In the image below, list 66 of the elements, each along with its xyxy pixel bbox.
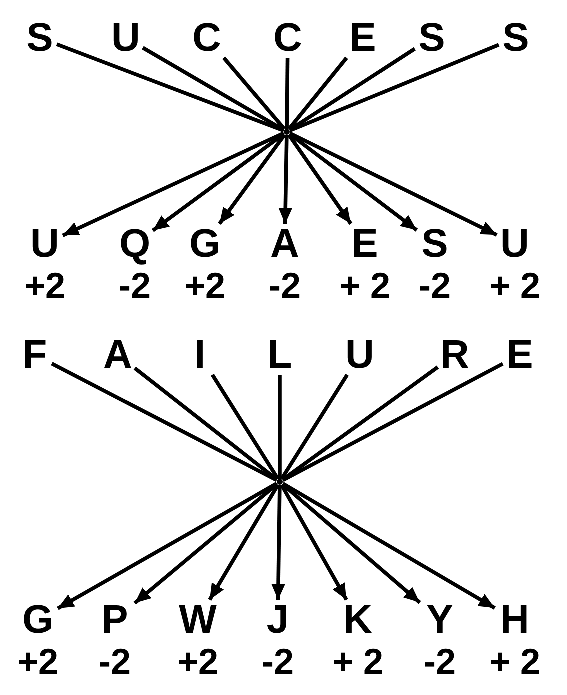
letter: S [418, 18, 446, 58]
letter: C [192, 18, 222, 58]
line [278, 375, 282, 479]
letter: A [102, 335, 134, 375]
arrow [62, 132, 285, 238]
letter: H [500, 600, 530, 640]
score-label: -2 [269, 268, 301, 304]
score-label: -2 [262, 644, 294, 680]
arrow [57, 482, 278, 610]
arrow [282, 482, 496, 610]
score-label: +2 [184, 268, 226, 304]
arrow [280, 484, 348, 601]
line [288, 47, 416, 132]
score-label: + 2 [489, 268, 541, 304]
letter: L [266, 335, 294, 375]
letter: W [178, 600, 218, 640]
letter: G [188, 224, 222, 264]
score-label: -2 [424, 644, 456, 680]
letter: S [420, 224, 450, 264]
score-label: -2 [119, 268, 151, 304]
letter: K [342, 600, 374, 640]
score-label: +2 [177, 644, 219, 680]
line [289, 43, 500, 133]
arrow [288, 134, 353, 226]
arrow [289, 132, 498, 237]
line [285, 58, 290, 130]
letter: U [344, 335, 376, 375]
letter: S [26, 18, 54, 58]
line [222, 56, 286, 130]
arrow [152, 132, 286, 232]
line [282, 362, 504, 482]
arrow [208, 484, 280, 601]
letter: U [110, 18, 142, 58]
line [56, 42, 285, 133]
score-label: +2 [24, 268, 66, 304]
line [51, 362, 278, 482]
arrow [272, 484, 286, 600]
letter: I [193, 335, 207, 375]
arrow [278, 134, 293, 224]
line [280, 374, 350, 480]
line [282, 366, 440, 482]
score-label: + 2 [489, 644, 541, 680]
score-label: -2 [419, 268, 451, 304]
score-label: + 2 [332, 644, 384, 680]
letter: U [30, 224, 60, 264]
letter: C [272, 18, 304, 58]
letter: A [270, 224, 300, 264]
score-label: + 2 [339, 268, 391, 304]
score-label: -2 [99, 644, 131, 680]
letter: S [502, 18, 530, 58]
letter: E [348, 18, 378, 58]
letter: P [100, 600, 130, 640]
line [288, 56, 348, 130]
arrow [218, 134, 286, 226]
letter: J [266, 600, 290, 640]
letter: R [440, 335, 470, 375]
line [210, 374, 280, 480]
letter: G [21, 600, 55, 640]
letter: Q [118, 224, 152, 264]
letter: F [22, 335, 48, 375]
letter: E [350, 224, 380, 264]
letter: E [506, 335, 534, 375]
letter: U [500, 224, 530, 264]
line [142, 46, 285, 132]
letter: Y [426, 600, 454, 640]
score-label: +2 [17, 644, 59, 680]
